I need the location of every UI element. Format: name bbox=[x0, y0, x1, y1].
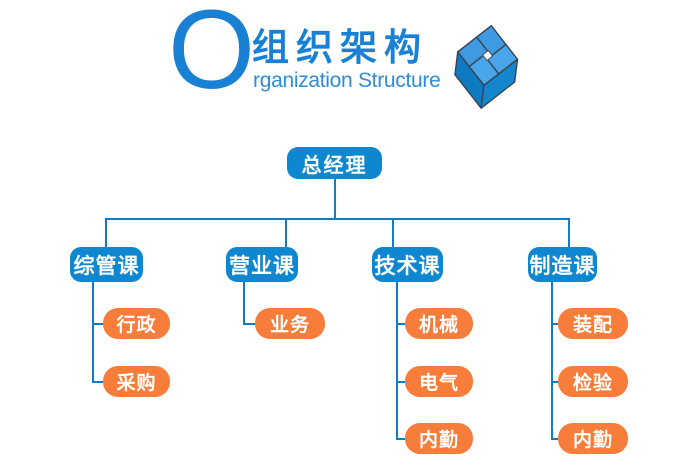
connector-dept4-stub-1 bbox=[551, 323, 558, 325]
node-general-manager: 总经理 bbox=[287, 147, 382, 179]
node-dept-general-affairs: 综管课 bbox=[70, 247, 143, 282]
connector-drop-dept-1 bbox=[105, 218, 107, 247]
connector-dept2-stub-1 bbox=[243, 323, 255, 325]
connector-dept1-stub-1 bbox=[92, 323, 103, 325]
page-subtitle: rganization Structure bbox=[253, 69, 441, 92]
connector-drop-dept-4 bbox=[568, 218, 570, 247]
connector-dept2-spine bbox=[243, 282, 245, 324]
node-purchasing: 采购 bbox=[103, 366, 170, 397]
big-letter-o: O bbox=[168, 0, 256, 112]
connector-dept4-stub-3 bbox=[551, 438, 558, 440]
node-admin: 行政 bbox=[103, 308, 170, 339]
connector-drop-dept-2 bbox=[285, 218, 287, 247]
connector-main-horizontal bbox=[105, 218, 569, 220]
connector-dept3-stub-3 bbox=[396, 438, 405, 440]
connector-dept3-stub-1 bbox=[396, 323, 405, 325]
node-dept-sales: 营业课 bbox=[226, 247, 298, 282]
connector-drop-dept-3 bbox=[392, 218, 394, 247]
page-title: 组织架构 bbox=[252, 27, 428, 68]
connector-dept4-spine bbox=[551, 282, 553, 439]
node-assembly: 装配 bbox=[558, 308, 628, 339]
connector-dept1-stub-2 bbox=[92, 381, 103, 383]
connector-dept4-stub-2 bbox=[551, 381, 558, 383]
node-dept-manufacturing: 制造课 bbox=[528, 247, 597, 282]
connector-dept1-spine bbox=[92, 282, 94, 382]
connector-dept3-spine bbox=[396, 282, 398, 439]
connector-dept3-stub-2 bbox=[396, 381, 405, 383]
connector-root-drop bbox=[334, 179, 336, 219]
node-internal-affairs-tech: 内勤 bbox=[405, 423, 473, 454]
node-mechanical: 机械 bbox=[405, 308, 473, 339]
node-internal-affairs-mfg: 内勤 bbox=[558, 423, 628, 454]
cube-blocks-icon bbox=[454, 24, 519, 109]
node-business: 业务 bbox=[255, 308, 325, 339]
node-electrical: 电气 bbox=[405, 366, 473, 397]
node-inspection: 检验 bbox=[558, 366, 628, 397]
node-dept-technology: 技术课 bbox=[372, 247, 443, 282]
